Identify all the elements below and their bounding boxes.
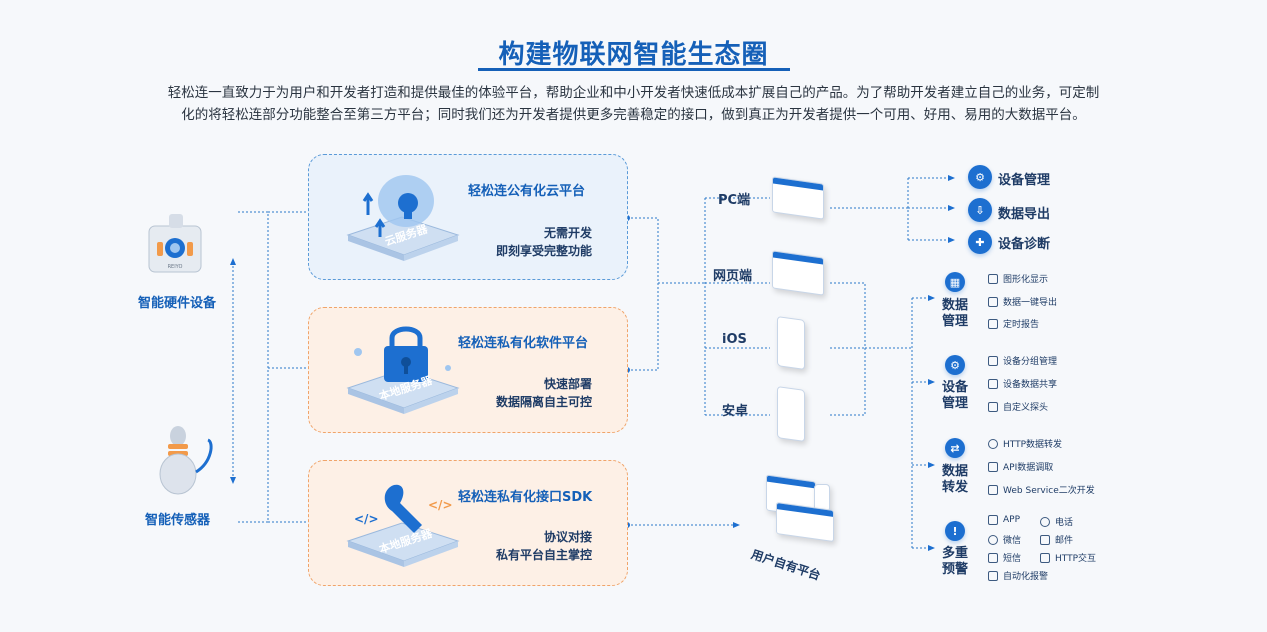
svg-text:</>: </> <box>354 512 379 526</box>
alarm-item-sms: 短信 <box>988 551 1021 564</box>
data-mgmt-item-graph: 图形化显示 <box>988 272 1048 285</box>
page-title: 构建物联网智能生态圈 <box>498 40 769 70</box>
cloud-platform-title: 轻松连公有化云平台 <box>468 184 586 199</box>
data-management-title: 数据管理 <box>941 298 968 329</box>
private-platform-line-2: 数据隔离自主可控 <box>495 395 592 409</box>
client-pc-label: PC端 <box>718 193 751 208</box>
own-platform-illustration <box>760 472 840 543</box>
http-icon <box>1040 552 1050 563</box>
pc-feature-data-export: 数据导出 <box>998 207 1051 222</box>
pc-feature-device-diagnosis: 设备诊断 <box>998 237 1051 252</box>
upload-icon <box>988 296 998 307</box>
smart-sensor-illustration <box>150 422 220 498</box>
pc-client-screen <box>772 176 824 220</box>
device-management-title: 设备管理 <box>941 380 968 411</box>
title-underline <box>478 68 790 71</box>
data-management-icon: ▦ <box>945 272 965 292</box>
pc-feature-device-management: 设备管理 <box>998 173 1051 188</box>
data-forwarding-title: 数据转发 <box>941 464 968 495</box>
multiple-alarm-title: 多重预警 <box>941 546 968 577</box>
mail-icon <box>1040 534 1050 545</box>
smart-hardware-label: 智能硬件设备 <box>138 296 217 311</box>
chart-icon <box>988 273 998 284</box>
cloud-server-illustration: 云服务器 <box>344 165 462 265</box>
alarm-icon: ! <box>945 521 965 541</box>
cube-icon <box>988 515 998 525</box>
smart-hardware-device-illustration: REIYO <box>143 212 213 276</box>
code-icon <box>988 484 998 495</box>
data-forward-icon: ⇄ <box>945 438 965 458</box>
smart-sensor-label: 智能传感器 <box>145 513 211 528</box>
private-platform-title: 轻松连私有化软件平台 <box>458 336 589 351</box>
device-mgmt-item-share: 设备数据共享 <box>988 377 1057 390</box>
globe-icon <box>988 438 998 449</box>
alarm-item-phone: 电话 <box>1040 515 1073 528</box>
forward-item-api: API数据调取 <box>988 460 1053 473</box>
alarm-item-automation: 自动化报警 <box>988 569 1048 582</box>
cloud-platform-line-1: 无需开发 <box>543 226 592 240</box>
calendar-icon <box>988 318 998 329</box>
cloud-platform-panel <box>308 154 628 280</box>
device-mgmt-item-group: 设备分组管理 <box>988 354 1057 367</box>
bell-icon <box>988 570 998 581</box>
device-bus-line <box>238 211 269 523</box>
platform-merge-line <box>627 217 659 371</box>
layers-icon <box>988 355 998 366</box>
sdk-platform-title: 轻松连私有化接口SDK <box>458 490 593 505</box>
wechat-icon <box>988 534 998 545</box>
sdk-platform-line-1: 协议对接 <box>543 530 592 544</box>
local-server-wrench-illustration: </> </> 本地服务器 <box>344 471 462 571</box>
alarm-item-http: HTTP交互 <box>1040 551 1096 564</box>
client-ios-label: iOS <box>722 332 747 347</box>
share-icon <box>988 378 998 389</box>
device-mgmt-item-probe: 自定义探头 <box>988 400 1048 413</box>
hardware-tag-text: REIYO <box>168 264 183 270</box>
svg-text:</>: </> <box>428 498 453 512</box>
device-group-icon: ⚙ <box>945 355 965 375</box>
android-client-phone <box>777 386 805 442</box>
alarm-item-app: APP <box>988 515 1020 525</box>
device-management-icon: ⚙ <box>968 165 992 189</box>
description-line-1: 轻松连一直致力于为用户和开发者打造和提供最佳的体验平台，帮助企业和中小开发者快速… <box>167 85 1100 101</box>
web-client-screen <box>772 250 824 296</box>
page-description: 轻松连一直致力于为用户和开发者打造和提供最佳的体验平台，帮助企业和中小开发者快速… <box>130 82 1137 126</box>
description-line-2: 化的将轻松连部分功能整合至第三方平台；同时我们还为开发者提供更多完善稳定的接口，… <box>181 107 1086 123</box>
device-diagnosis-icon: ✚ <box>968 230 992 254</box>
sms-icon <box>988 552 998 563</box>
private-software-platform-panel <box>308 307 628 433</box>
own-platform-screen-2 <box>776 501 834 543</box>
data-mgmt-item-report: 定时报告 <box>988 317 1039 330</box>
local-server-lock-illustration: 本地服务器 <box>344 318 462 418</box>
sdk-platform-line-2: 私有平台自主掌控 <box>495 548 592 562</box>
ios-client-phone <box>777 316 805 370</box>
private-sdk-platform-panel <box>308 460 628 586</box>
forward-item-webservice: Web Service二次开发 <box>988 483 1095 496</box>
cloud-platform-line-2: 即刻享受完整功能 <box>495 244 592 258</box>
alarm-item-email: 邮件 <box>1040 533 1073 546</box>
data-mgmt-item-export: 数据一键导出 <box>988 295 1057 308</box>
api-icon <box>988 461 998 472</box>
phone-icon <box>1040 516 1050 527</box>
alarm-item-wechat: 微信 <box>988 533 1021 546</box>
private-platform-line-1: 快速部署 <box>543 377 592 391</box>
probe-icon <box>988 401 998 412</box>
client-android-label: 安卓 <box>722 404 749 419</box>
client-web-label: 网页端 <box>713 269 753 284</box>
data-export-icon: ⇩ <box>968 198 992 222</box>
forward-item-http: HTTP数据转发 <box>988 437 1062 450</box>
